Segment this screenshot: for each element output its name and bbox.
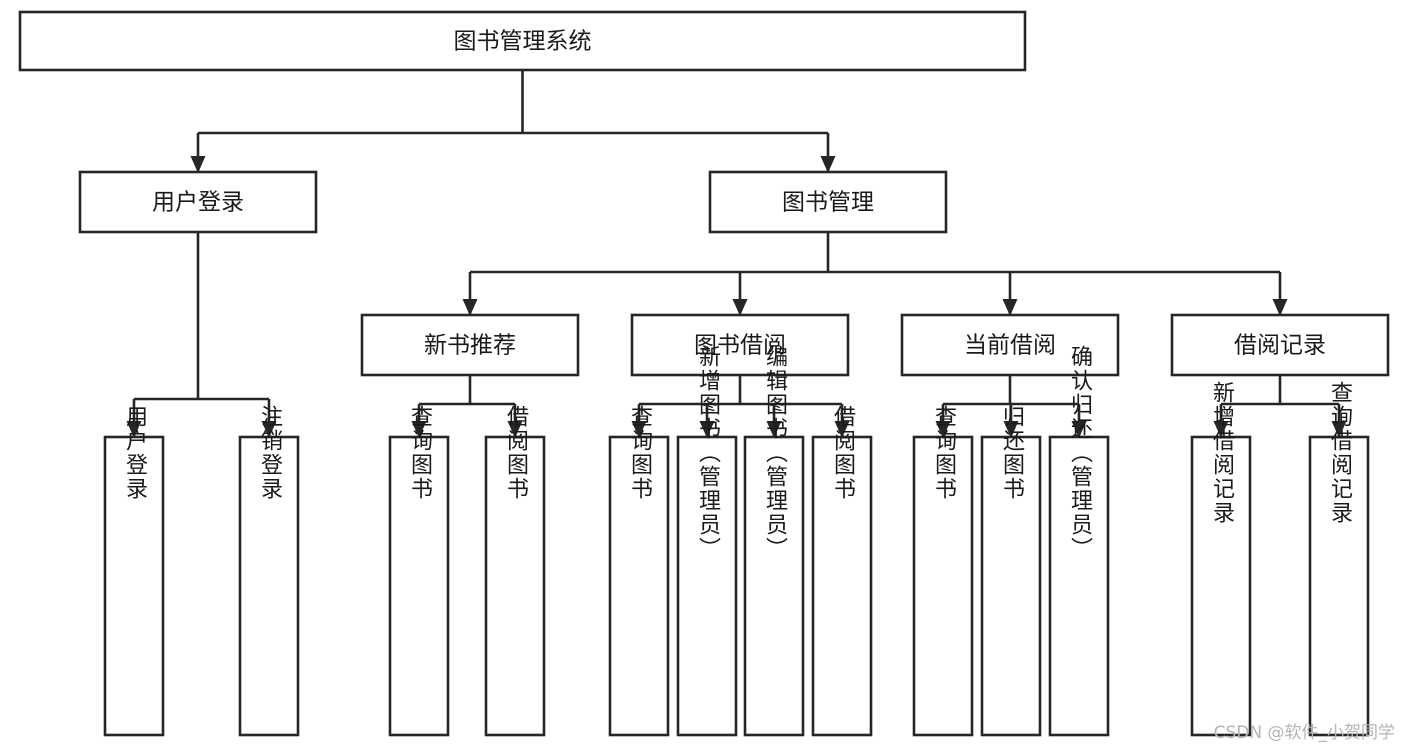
node-layer: 图书管理系统用户登录图书管理用户登录注销登录新书推荐查询图书借阅图书图书借阅查询… (18, 10, 1390, 737)
node-box-nb-borrow-book (484, 435, 546, 737)
node-label-nb-borrow-book: 借阅图书 (503, 405, 529, 501)
node-book-borrow[interactable]: 图书借阅 (630, 313, 850, 377)
node-box-current-borrow (900, 313, 1120, 377)
book-manage-arrow-1 (732, 299, 748, 316)
node-label-cb-return-book: 归还图书 (999, 405, 1025, 501)
node-label-cb-query-book: 查询图书 (931, 405, 957, 501)
root-arrow-0 (190, 156, 206, 173)
node-label-root: 图书管理系统 (454, 29, 592, 55)
root-arrow-1 (820, 156, 836, 173)
node-box-cb-confirm-return (1048, 435, 1110, 737)
node-cb-confirm-return[interactable]: 确认归还（管理员） (1048, 345, 1110, 737)
user-login-arrow-0 (126, 421, 142, 438)
node-box-user-login (78, 170, 318, 234)
node-bb-add-book[interactable]: 新增图书（管理员） (676, 345, 738, 737)
node-label-br-add-record: 新增借阅记录 (1209, 381, 1235, 525)
grp-1-arrow-2 (766, 421, 782, 438)
node-box-br-add-record (1190, 435, 1252, 737)
node-br-add-record[interactable]: 新增借阅记录 (1190, 381, 1252, 737)
connector-layer (126, 70, 1347, 438)
node-root[interactable]: 图书管理系统 (18, 10, 1027, 72)
node-box-user-logout (238, 435, 300, 737)
node-user-login-do[interactable]: 用户登录 (103, 405, 165, 737)
node-bb-query-book[interactable]: 查询图书 (608, 405, 670, 737)
node-label-bb-add-book: 新增图书（管理员） (695, 345, 721, 561)
grp-2-arrow-1 (1003, 421, 1019, 438)
node-box-user-login-do (103, 435, 165, 737)
node-label-user-login: 用户登录 (152, 190, 244, 216)
node-br-query-record[interactable]: 查询借阅记录 (1308, 381, 1370, 737)
node-box-new-book-recommend (360, 313, 580, 377)
node-bb-edit-book[interactable]: 编辑图书（管理员） (743, 345, 805, 737)
node-label-borrow-record: 借阅记录 (1234, 333, 1326, 359)
node-label-user-login-do: 用户登录 (122, 405, 148, 501)
grp-1-arrow-1 (699, 421, 715, 438)
node-label-new-book-recommend: 新书推荐 (424, 333, 516, 359)
node-label-book-manage: 图书管理 (782, 190, 874, 216)
node-user-login[interactable]: 用户登录 (78, 170, 318, 234)
node-box-bb-borrow-book (811, 435, 873, 737)
node-label-bb-borrow-book: 借阅图书 (830, 405, 856, 501)
node-label-nb-query-book: 查询图书 (407, 405, 433, 501)
node-user-logout[interactable]: 注销登录 (238, 405, 300, 737)
grp-1-arrow-0 (631, 421, 647, 438)
node-current-borrow[interactable]: 当前借阅 (900, 313, 1120, 377)
node-bb-borrow-book[interactable]: 借阅图书 (811, 405, 873, 737)
node-label-br-query-record: 查询借阅记录 (1327, 381, 1353, 525)
node-box-br-query-record (1308, 435, 1370, 737)
node-new-book-recommend[interactable]: 新书推荐 (360, 313, 580, 377)
node-box-bb-query-book (608, 435, 670, 737)
node-borrow-record[interactable]: 借阅记录 (1170, 313, 1390, 377)
node-book-manage[interactable]: 图书管理 (708, 170, 948, 234)
node-box-book-borrow (630, 313, 850, 377)
node-cb-query-book[interactable]: 查询图书 (912, 405, 974, 737)
node-nb-query-book[interactable]: 查询图书 (388, 405, 450, 737)
grp-0-arrow-1 (507, 421, 523, 438)
grp-1-arrow-3 (834, 421, 850, 438)
node-label-cb-confirm-return: 确认归还（管理员） (1067, 345, 1093, 561)
grp-3-arrow-1 (1331, 421, 1347, 438)
node-box-bb-edit-book (743, 435, 805, 737)
grp-2-arrow-2 (1071, 421, 1087, 438)
book-manage-arrow-0 (462, 299, 478, 316)
user-login-arrow-1 (261, 421, 277, 438)
node-label-book-borrow: 图书借阅 (694, 333, 786, 359)
node-box-root (18, 10, 1027, 72)
node-box-borrow-record (1170, 313, 1390, 377)
node-box-nb-query-book (388, 435, 450, 737)
grp-0-arrow-0 (411, 421, 427, 438)
book-manage-arrow-3 (1272, 299, 1288, 316)
node-label-bb-edit-book: 编辑图书（管理员） (762, 345, 788, 561)
grp-3-arrow-0 (1213, 421, 1229, 438)
node-label-current-borrow: 当前借阅 (964, 333, 1056, 359)
node-label-user-logout: 注销登录 (257, 405, 283, 501)
node-label-bb-query-book: 查询图书 (627, 405, 653, 501)
book-manage-arrow-2 (1002, 299, 1018, 316)
node-cb-return-book[interactable]: 归还图书 (980, 405, 1042, 737)
grp-2-arrow-0 (935, 421, 951, 438)
node-box-book-manage (708, 170, 948, 234)
node-nb-borrow-book[interactable]: 借阅图书 (484, 405, 546, 737)
node-box-cb-query-book (912, 435, 974, 737)
node-box-bb-add-book (676, 435, 738, 737)
node-box-cb-return-book (980, 435, 1042, 737)
